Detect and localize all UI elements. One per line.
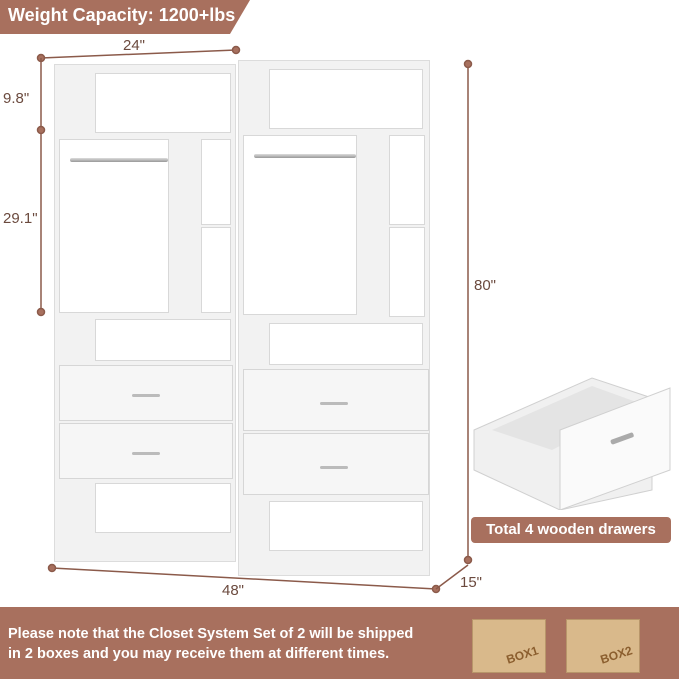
dim-top-section: 9.8" bbox=[3, 90, 30, 107]
dim-width-total: 48" bbox=[222, 582, 245, 599]
closet-unit-left bbox=[54, 64, 236, 562]
drawer[interactable] bbox=[59, 365, 233, 421]
weight-capacity-banner: Weight Capacity: 1200+lbs bbox=[0, 0, 250, 34]
box1-icon: BOX1 bbox=[472, 619, 546, 673]
top-shelf-bay bbox=[95, 73, 231, 133]
dim-width-single: 24" bbox=[123, 37, 146, 54]
drawer-handle bbox=[320, 402, 348, 405]
shipping-note-line2: in 2 boxes and you may receive them at d… bbox=[8, 646, 390, 662]
drawer-illustration bbox=[473, 377, 671, 510]
drawer-handle bbox=[132, 452, 160, 455]
side-cubby bbox=[201, 139, 231, 225]
drawer-handle bbox=[320, 466, 348, 469]
drawer[interactable] bbox=[243, 433, 429, 495]
drawer-count-label: Total 4 wooden drawers bbox=[471, 517, 671, 543]
shipping-note-text: Please note that the Closet System Set o… bbox=[8, 624, 468, 664]
side-cubby bbox=[389, 227, 425, 317]
side-cubby bbox=[389, 135, 425, 225]
hanging-bay bbox=[243, 135, 357, 315]
box2-icon: BOX2 bbox=[566, 619, 640, 673]
open-shelf-bay bbox=[95, 319, 231, 361]
drawer[interactable] bbox=[59, 423, 233, 479]
shipping-note-footer: Please note that the Closet System Set o… bbox=[0, 607, 679, 679]
top-shelf-bay bbox=[269, 69, 423, 129]
drawer-handle bbox=[132, 394, 160, 397]
dim-hanging-section: 29.1" bbox=[3, 210, 38, 227]
dimension-lines bbox=[36, 45, 473, 594]
bottom-shelf-bay bbox=[269, 501, 423, 551]
hanging-bay bbox=[59, 139, 169, 313]
closet-unit-right bbox=[238, 60, 430, 576]
open-shelf-bay bbox=[269, 323, 423, 365]
hanging-rod bbox=[254, 154, 356, 158]
weight-capacity-text: Weight Capacity: 1200+lbs bbox=[8, 5, 236, 25]
dim-height: 80" bbox=[474, 277, 497, 294]
shipping-note-line1: Please note that the Closet System Set o… bbox=[8, 626, 414, 642]
hanging-rod bbox=[70, 158, 168, 162]
bottom-shelf-bay bbox=[95, 483, 231, 533]
dim-depth: 15" bbox=[460, 574, 483, 591]
side-cubby bbox=[201, 227, 231, 313]
drawer[interactable] bbox=[243, 369, 429, 431]
